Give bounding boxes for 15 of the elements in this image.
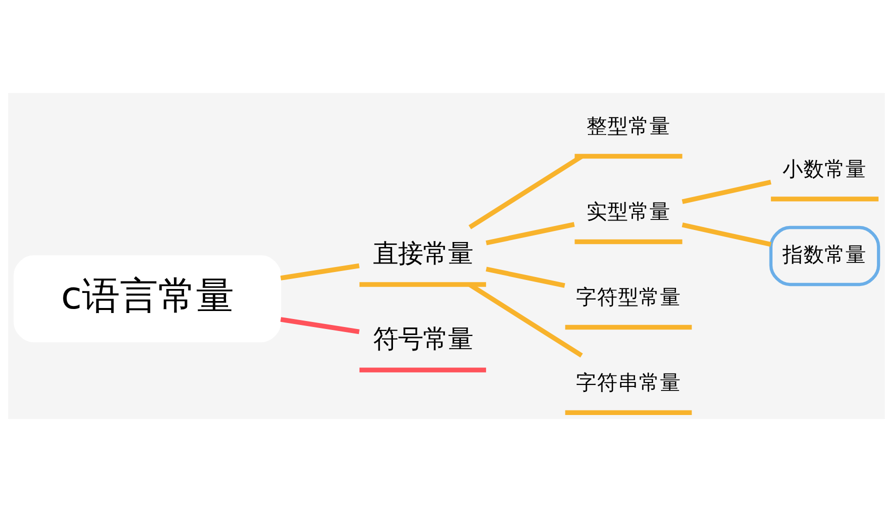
node-text: 符号常量: [372, 323, 473, 354]
connector: [486, 266, 566, 288]
node-text: 小数常量: [782, 156, 867, 181]
connector: [682, 222, 772, 247]
connector: [280, 317, 360, 334]
node-text: 字符型常量: [576, 285, 681, 310]
node-text: 字符串常量: [576, 370, 681, 395]
node-text: 实型常量: [586, 200, 670, 224]
node-box: 指数常量: [769, 226, 880, 286]
node-text: 整型常量: [586, 114, 670, 138]
node-text: 直接常量: [372, 238, 473, 268]
node-box: c语言常量: [14, 255, 282, 342]
connector: [486, 222, 575, 246]
connector: [682, 180, 772, 204]
connector: [280, 263, 360, 280]
